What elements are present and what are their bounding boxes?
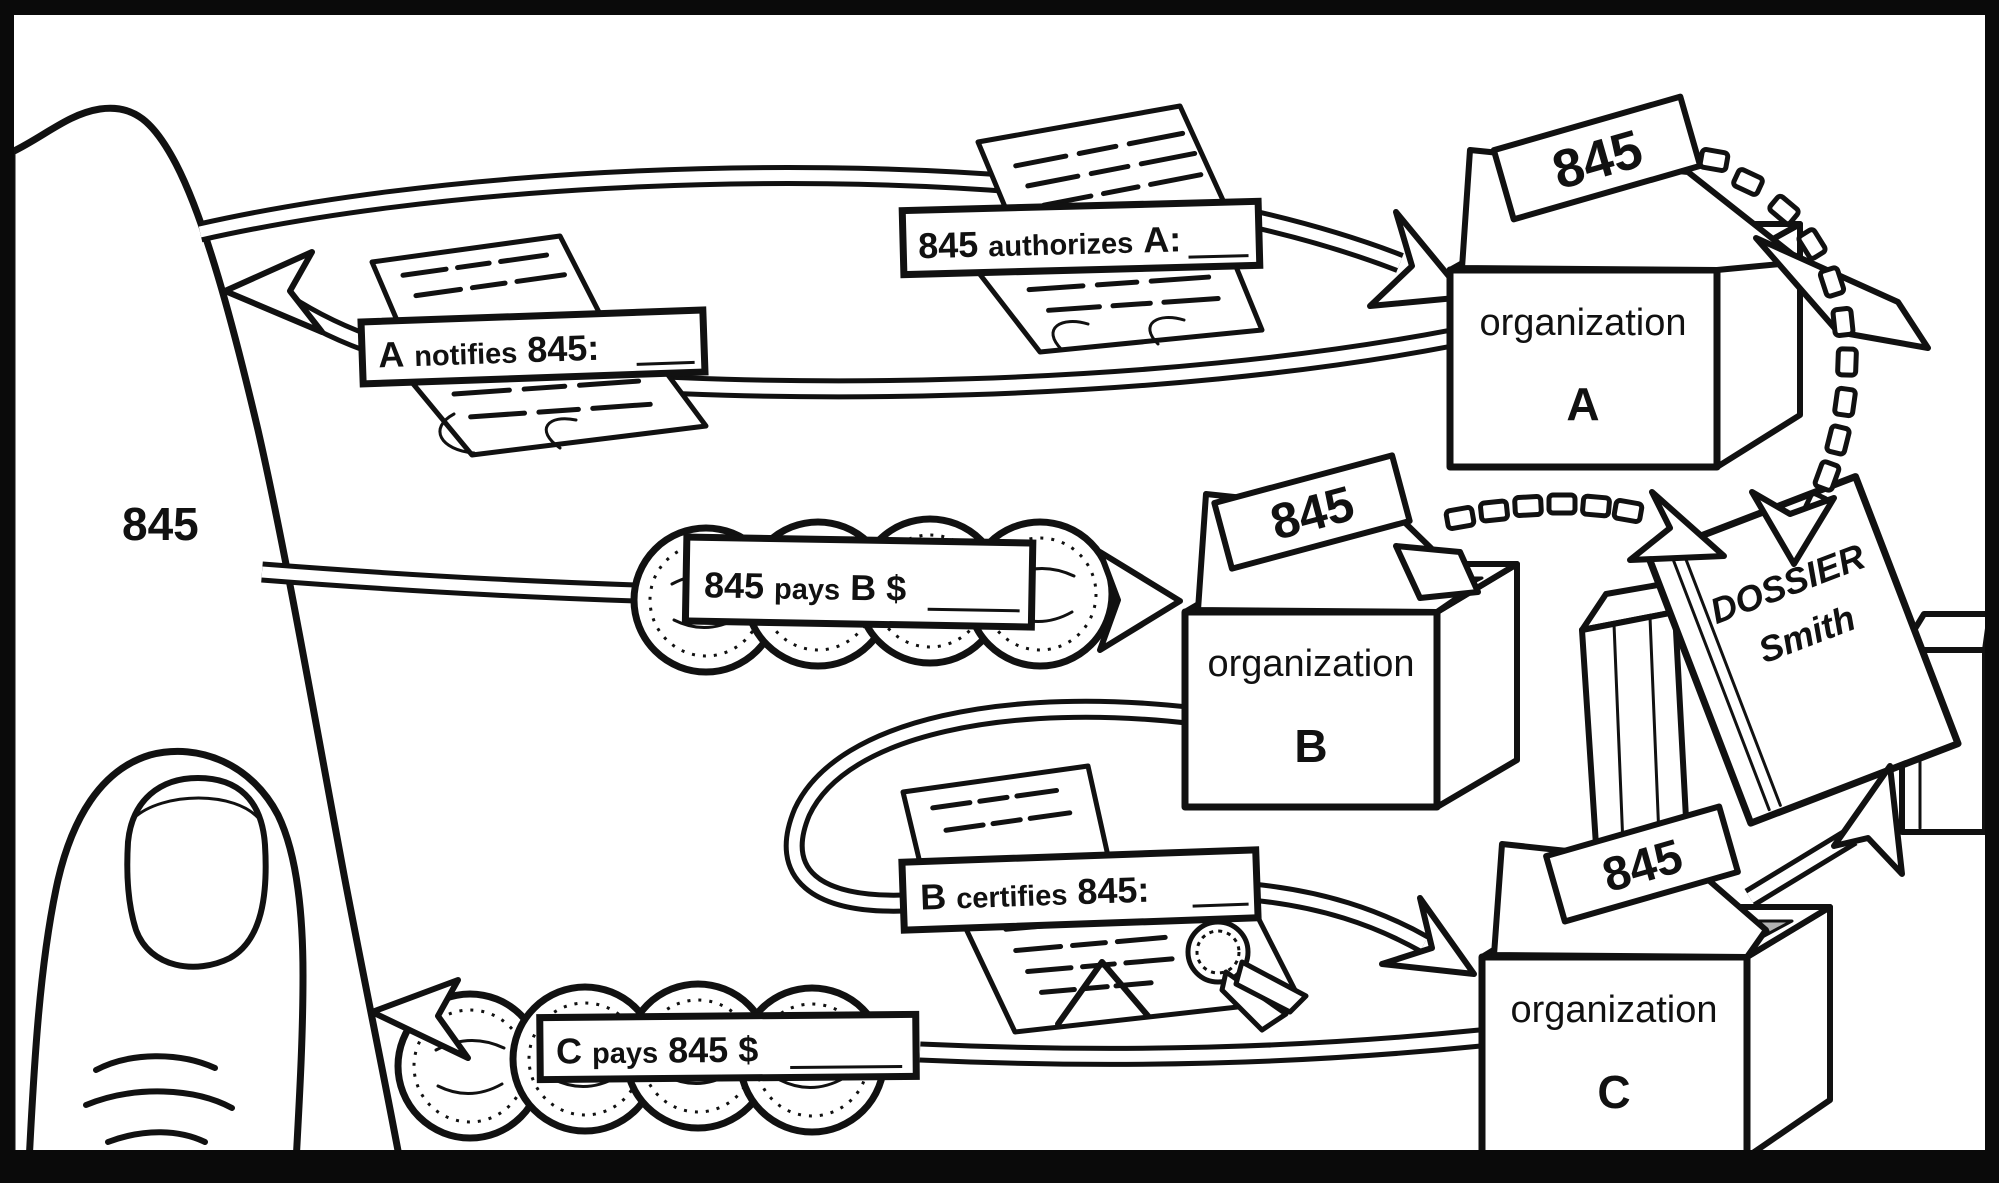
org-c-front <box>1478 953 1751 1161</box>
authorizes-subject: 845 <box>918 224 979 267</box>
chain-link-icon <box>1767 193 1801 227</box>
flow-pays-b: 845 pays B $ <box>261 515 1183 676</box>
document-scribbles <box>930 787 1073 833</box>
chain-link-icon <box>1611 498 1645 524</box>
thumb <box>24 748 307 1183</box>
org-a-letter: A <box>1566 378 1599 430</box>
chain-b-arrowhead-icon <box>1627 489 1727 563</box>
org-c-box: organization C 845 <box>1478 803 1833 1161</box>
pays-b-label: 845 pays B $ <box>681 533 1037 631</box>
org-c-title: organization <box>1510 989 1717 1031</box>
pays-b-subject: 845 <box>704 564 765 606</box>
notifies-subject: A <box>377 333 404 375</box>
chain-link-icon <box>1835 346 1859 378</box>
certifies-subject: B <box>919 876 946 918</box>
authorizes-object: A: <box>1143 218 1182 260</box>
c-to-dossier-arrow <box>1744 763 1905 907</box>
authorizes-blank-line <box>1188 254 1249 259</box>
chain-link-icon <box>1812 459 1842 493</box>
thumb-nail <box>124 775 269 970</box>
document-scribbles <box>1013 130 1204 208</box>
chain-link-icon <box>1443 505 1477 531</box>
document-scribbles <box>400 252 567 299</box>
pays-845-arrowhead-icon <box>369 977 471 1061</box>
thumb-nail-base <box>132 796 262 822</box>
pays-b-verb: pays <box>774 574 841 607</box>
pays-b-arrowhead-icon <box>1097 549 1183 653</box>
org-b-title: organization <box>1207 643 1414 685</box>
chain-link-icon <box>1512 494 1544 518</box>
pays-b-blank-line <box>927 607 1020 613</box>
org-a-box: organization A 845 <box>1446 93 1931 471</box>
chain-a-to-dossier <box>1697 147 1859 525</box>
org-a-title: organization <box>1479 302 1686 344</box>
org-b-folder-flap <box>1393 543 1481 601</box>
document-scribbles <box>451 378 653 420</box>
authorizes-arrowhead-icon <box>1367 209 1469 309</box>
thumb-creases <box>83 1053 235 1145</box>
certifies-blank-line <box>1192 902 1249 908</box>
chain-link-icon <box>1580 493 1612 519</box>
chain-b-to-dossier <box>1443 492 1645 531</box>
certifies-object: 845: <box>1077 869 1150 912</box>
c-to-dossier-arrowhead-icon <box>1831 763 1905 877</box>
notifies-verb: notifies <box>414 338 518 374</box>
pays-845-subject: C <box>556 1030 582 1071</box>
notifies-object: 845: <box>526 327 599 370</box>
pays-845-object: 845 $ <box>668 1029 758 1071</box>
pays-845-verb: pays <box>592 1038 658 1071</box>
chain-link-icon <box>1697 147 1731 173</box>
chain-link-icon <box>1796 227 1828 261</box>
chain-link-icon <box>1731 167 1765 197</box>
card-number: 845 <box>122 498 199 550</box>
chain-link-icon <box>1824 423 1852 457</box>
chain-link-icon <box>1832 385 1858 419</box>
org-c-letter: C <box>1597 1066 1630 1118</box>
document-scribbles <box>1026 274 1221 313</box>
chain-link-icon <box>1546 492 1578 516</box>
org-a-folder-tab: 845 <box>1490 93 1704 223</box>
chain-link-icon <box>1817 265 1847 299</box>
org-b-letter: B <box>1294 720 1327 772</box>
pays-845-blank-line <box>790 1064 903 1069</box>
dossier-group: DOSSIER Smith <box>1579 473 1993 879</box>
org-b-folder-tab: 845 <box>1211 452 1413 572</box>
certifies-verb: certifies <box>956 879 1068 915</box>
org-a-front <box>1446 266 1721 471</box>
chain-link-icon <box>1830 306 1856 338</box>
notifies-blank-line <box>636 360 695 366</box>
notifies-arrowhead-icon <box>222 249 325 335</box>
chain-link-icon <box>1478 498 1510 524</box>
certifies-arrowhead-icon <box>1379 895 1477 977</box>
seal-ribbon <box>1233 959 1309 1015</box>
org-c-folder-tab: 845 <box>1543 803 1741 925</box>
authorizes-verb: authorizes <box>988 228 1134 264</box>
org-b-box: organization B 845 <box>1181 452 1520 811</box>
org-b-front <box>1181 608 1441 811</box>
dossier-binder: DOSSIER Smith <box>1644 473 1962 827</box>
chain-a-arrowhead-icon <box>1749 489 1837 567</box>
pays-b-object: B $ <box>850 567 907 609</box>
